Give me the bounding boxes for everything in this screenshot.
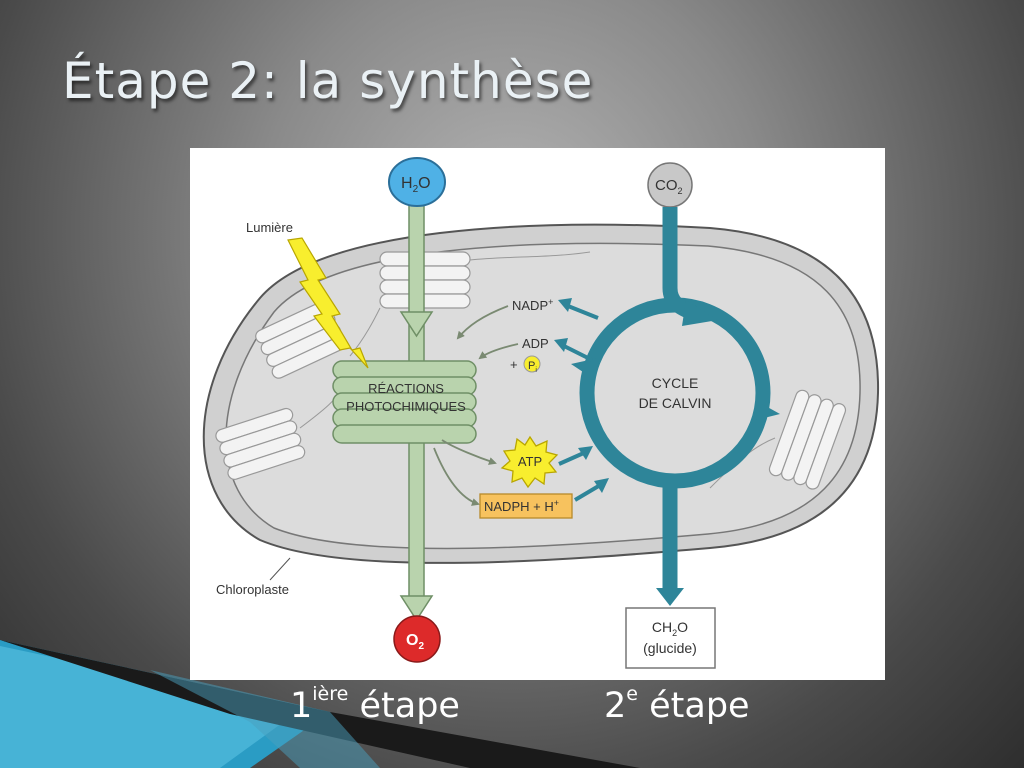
atp-burst <box>500 435 559 489</box>
reactions-stack <box>332 360 477 444</box>
thylakoid-stack-right <box>768 389 847 490</box>
thylakoid-stack-top <box>379 251 471 309</box>
chloroplast-label: Chloroplaste <box>216 582 289 597</box>
pi-label: Pi <box>528 360 537 374</box>
nadp-label: NADP+ <box>512 297 553 313</box>
step-2-word: étape <box>649 686 750 726</box>
plus-label: + <box>510 357 518 372</box>
reactions-label-2: PHOTOCHIMIQUES <box>346 399 466 414</box>
step-1-word: étape <box>359 686 460 726</box>
co2-label: CO2 <box>655 177 683 196</box>
photosynthesis-diagram: H2O O2 RÉACTIONS PHOTOCHIMIQUES Lumière … <box>190 148 885 680</box>
glucide-label: (glucide) <box>643 640 697 656</box>
adp-label: ADP <box>522 336 549 351</box>
decorative-swoosh <box>0 640 640 768</box>
thylakoid-stack-left-mid <box>255 300 347 379</box>
reactions-label-1: RÉACTIONS <box>368 381 444 396</box>
lightning-bolt <box>287 237 369 369</box>
step-2-suffix: e <box>626 683 638 706</box>
slide-title: Étape 2: la synthèse <box>62 52 594 110</box>
thylakoid-stack-left-low <box>215 407 306 480</box>
step-1-caption: 1ière étape <box>290 683 460 726</box>
h2o-label: H2O <box>401 175 431 195</box>
step-2-number: 2 <box>604 686 627 726</box>
atp-label: ATP <box>518 454 542 469</box>
nadph-label: NADPH + H+ <box>484 498 559 514</box>
step-2-caption: 2e étape <box>604 683 750 726</box>
cycle-label-2: DE CALVIN <box>639 395 712 411</box>
light-label: Lumière <box>246 220 293 235</box>
step-1-number: 1 <box>290 686 313 726</box>
ch2o-label: CH2O <box>652 619 688 638</box>
o2-label: O2 <box>406 632 424 652</box>
cycle-label-1: CYCLE <box>652 375 699 391</box>
step-1-suffix: ière <box>312 683 349 706</box>
